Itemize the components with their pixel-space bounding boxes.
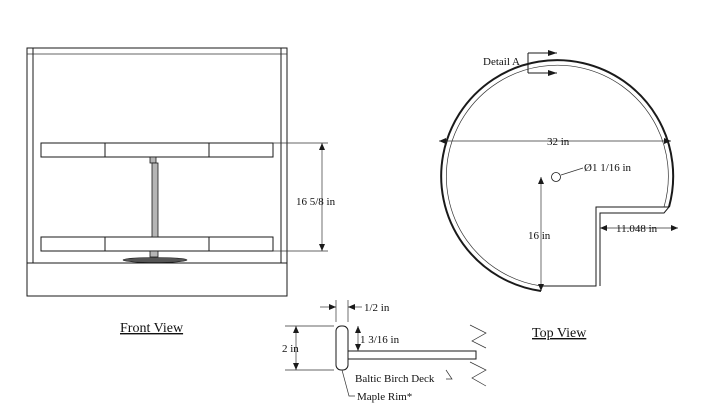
front-height-label: 16 5/8 in [296, 196, 336, 208]
rim-thickness-dimension [320, 300, 362, 322]
front-height-dimension [273, 142, 328, 252]
rim-height-dimension [285, 325, 334, 371]
deck-leader [445, 369, 453, 380]
front-view: 16 5/8 in Front View [26, 47, 336, 336]
rim-leader [341, 369, 355, 397]
top-view-title: Top View [532, 326, 587, 341]
rim-thickness-label: 1/2 in [364, 302, 390, 314]
birch-deck [347, 350, 477, 360]
notch-label: 11.048 in [616, 223, 658, 235]
detail-callout-label: Detail A [483, 56, 520, 68]
rim-label: Maple Rim* [357, 391, 412, 403]
lower-shelf [40, 236, 274, 252]
deck-label: Baltic Birch Deck [355, 373, 435, 385]
detail-callout-marker [527, 50, 557, 76]
maple-rim [335, 325, 349, 371]
diameter-label: 32 in [547, 136, 570, 148]
top-view: 32 in Ø1 1/16 in 16 in 11.048 in Detail … [439, 50, 678, 341]
rim-height-label: 2 in [282, 343, 299, 355]
cabinet-base [26, 262, 288, 297]
center-post [122, 156, 188, 263]
tray-outer-outline [440, 59, 675, 292]
notch-dimension [600, 225, 678, 231]
center-hole [551, 172, 561, 182]
radius-dimension [538, 177, 544, 291]
detail-section: 1/2 in 2 in 1 3/16 in Baltic Birch Deck … [282, 300, 487, 403]
upper-shelf [40, 142, 274, 158]
deck-offset-dimension [355, 326, 361, 351]
hole-label: Ø1 1/16 in [584, 162, 632, 174]
tray-notch [540, 206, 671, 291]
tray-inner-outline [446, 64, 669, 287]
front-view-title: Front View [120, 321, 184, 336]
diameter-dimension [439, 138, 671, 144]
radius-label: 16 in [528, 230, 551, 242]
deck-offset-label: 1 3/16 in [360, 334, 400, 346]
break-line-bottom [469, 361, 487, 387]
break-line-top [469, 324, 487, 349]
